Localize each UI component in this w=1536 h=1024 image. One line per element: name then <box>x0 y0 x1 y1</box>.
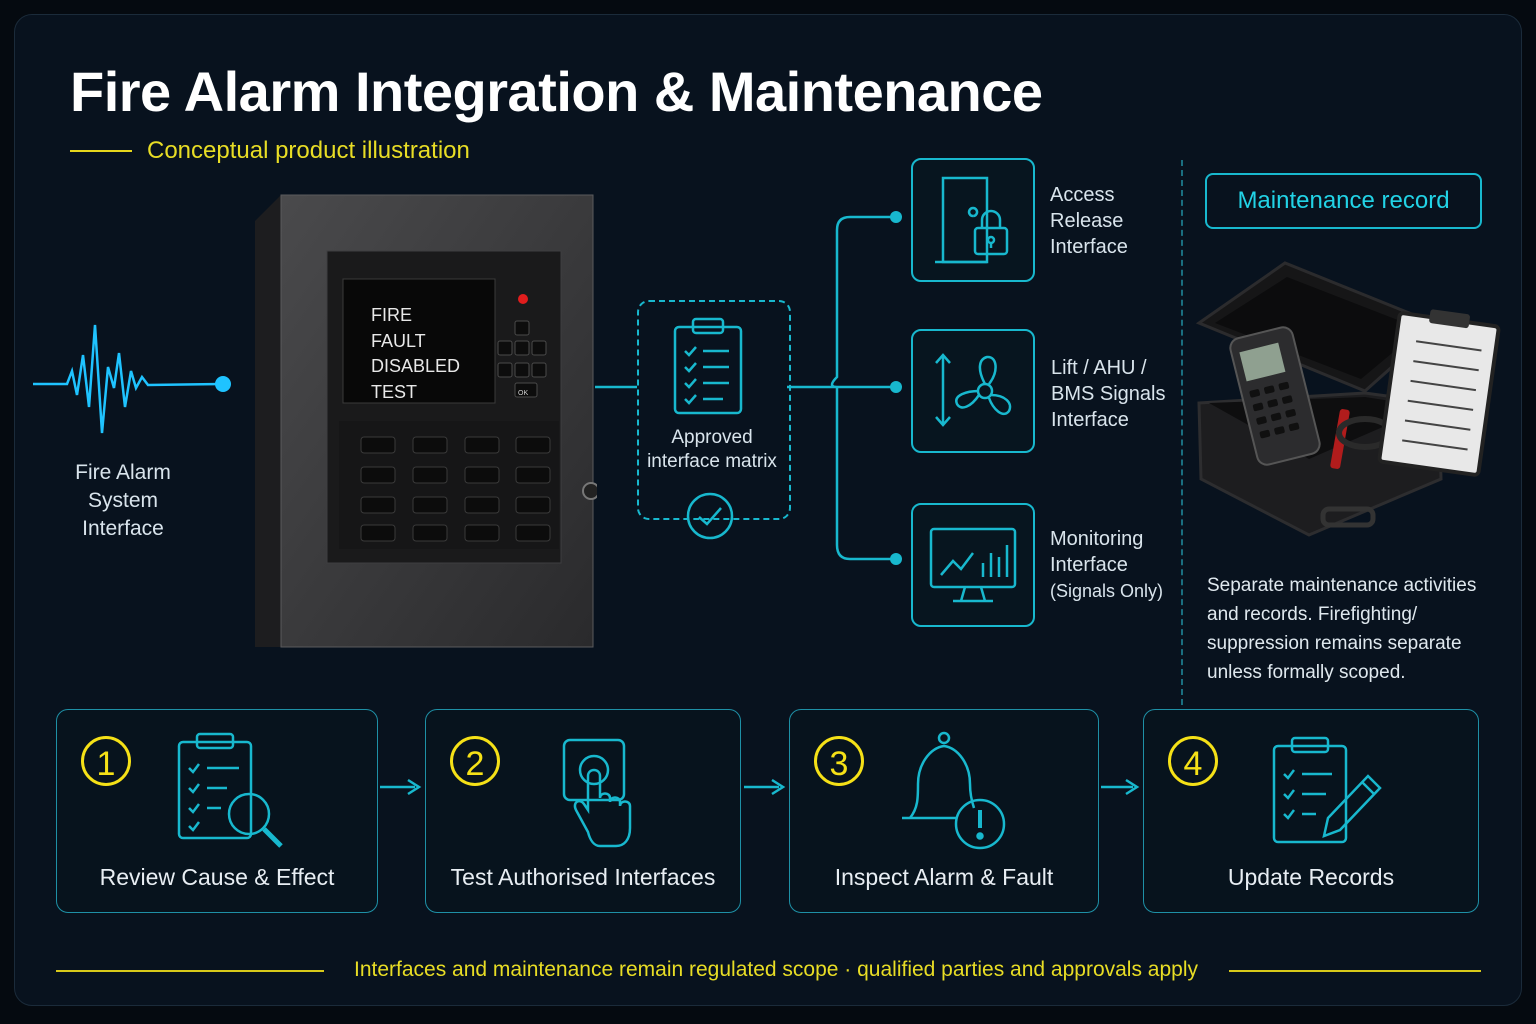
interface-label-access: Access Release Interface <box>1050 184 1128 258</box>
page-title: Fire Alarm Integration & Maintenance <box>70 60 1043 123</box>
step-label-4: Update Records <box>1227 864 1395 890</box>
maintenance-description: Separate maintenance activities and reco… <box>1207 575 1477 683</box>
diagram-frame: Fire Alarm Integration & Maintenance Con… <box>14 14 1522 1006</box>
step-card-4: 4 Update Records <box>1143 709 1479 913</box>
step-card-2: 2 Test Authorised Interfaces <box>425 709 741 913</box>
panel-nav-keys <box>497 320 547 398</box>
interface-label-monitoring: Monitoring Interface (Signals Only) <box>1050 528 1164 601</box>
door-lock-icon <box>935 176 1009 264</box>
clipboard-list-icon <box>673 317 743 415</box>
fan-icon <box>935 353 1012 427</box>
signal-waveform <box>33 324 222 434</box>
step-number-3: 3 <box>814 736 864 786</box>
maintenance-kit-illustration <box>1195 261 1501 537</box>
branch-dot-access <box>890 211 902 223</box>
panel-lock-icon <box>582 482 597 500</box>
interface-box-lift <box>911 329 1035 453</box>
connector-lines <box>33 211 1140 796</box>
step-label-3: Inspect Alarm & Fault <box>834 864 1054 890</box>
interface-box-access <box>911 158 1035 282</box>
branch-dot-monitoring <box>890 553 902 565</box>
footer-rule-right <box>1229 970 1481 972</box>
step-number-2: 2 <box>450 736 500 786</box>
footer-rule-left <box>56 970 324 972</box>
step-label-2: Test Authorised Interfaces <box>450 864 716 890</box>
approved-matrix-box <box>637 300 791 520</box>
check-circle-icon <box>686 492 734 540</box>
matrix-branch-lines <box>787 215 895 561</box>
monitor-chart-icon <box>929 527 1017 603</box>
section-divider <box>1181 160 1183 705</box>
source-label: Fire Alarm System Interface <box>75 461 171 540</box>
branch-dot-lift <box>890 381 902 393</box>
touch-button-icon <box>562 738 632 848</box>
page-subtitle: Conceptual product illustration <box>147 137 470 164</box>
signal-dot <box>215 376 231 392</box>
step-number-1: 1 <box>81 736 131 786</box>
step-card-1: 1 Review Cause & Effect <box>56 709 378 913</box>
maintenance-record-box: Maintenance record <box>1205 173 1482 229</box>
subtitle-rule <box>70 150 132 152</box>
clipboard-search-icon <box>177 732 283 848</box>
step-card-3: 3 Inspect Alarm & Fault <box>789 709 1099 913</box>
clipboard-pen-icon <box>1272 736 1382 844</box>
step-number-4: 4 <box>1168 736 1218 786</box>
step-label-1: Review Cause & Effect <box>99 864 335 890</box>
interface-label-lift: Lift / AHU / BMS Signals Interface <box>1051 357 1166 431</box>
interface-box-monitoring <box>911 503 1035 627</box>
panel-screen-text: FIRE FAULT DISABLED TEST <box>371 305 461 402</box>
maintenance-record-title: Maintenance record <box>1237 187 1450 214</box>
matrix-label: Approved interface matrix <box>647 427 777 472</box>
bell-alert-icon <box>902 731 1006 850</box>
footer-note: Interfaces and maintenance remain regula… <box>353 958 1199 981</box>
step-arrows <box>380 778 1140 796</box>
panel-ok-key: OK <box>518 390 529 397</box>
panel-keypad <box>360 436 551 542</box>
fire-alarm-panel <box>255 194 597 648</box>
